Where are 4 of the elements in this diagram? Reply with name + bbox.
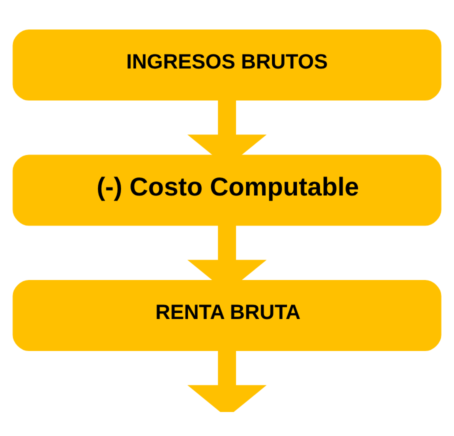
node-box: RENTA BRUTA — [12, 280, 442, 351]
node-box: (-) Costo Computable — [12, 154, 442, 226]
arrow — [187, 350, 267, 412]
node-box: INGRESOS BRUTOS — [12, 29, 442, 100]
